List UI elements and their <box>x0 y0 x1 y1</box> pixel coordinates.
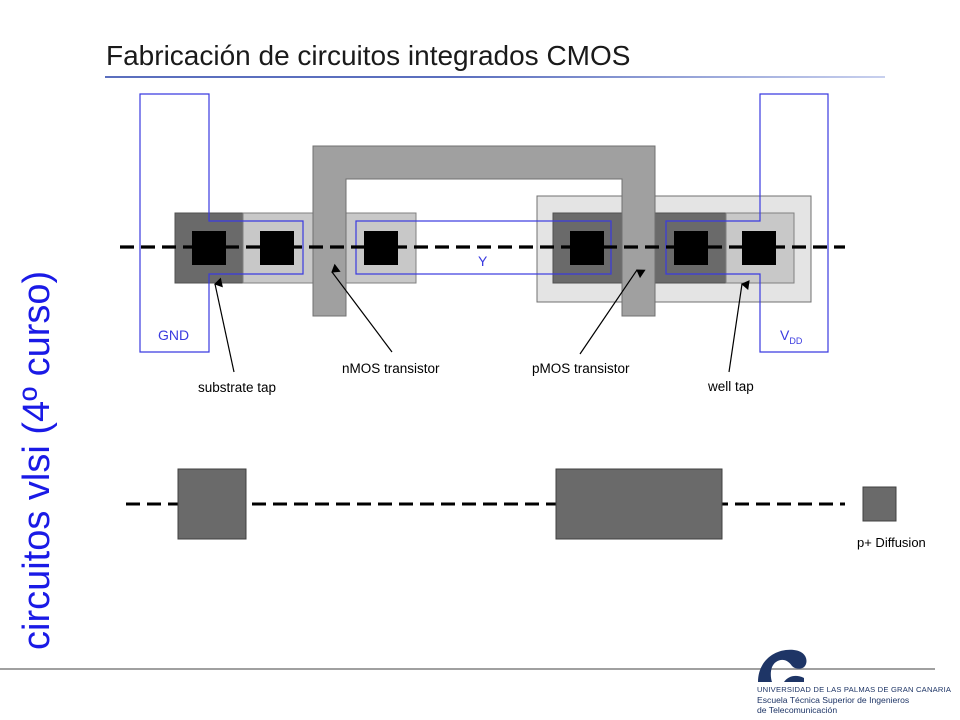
pmos-label: pMOS transistor <box>532 361 630 376</box>
vdd-label: VDD <box>780 327 803 346</box>
p-diffusion-region <box>555 468 723 540</box>
slide-title: Fabricación de circuitos integrados CMOS <box>106 40 631 71</box>
legend-label: p+ Diffusion <box>857 535 926 550</box>
vdd-metal <box>665 93 829 353</box>
substrate-tap-label: substrate tap <box>198 380 276 395</box>
gnd-metal <box>139 93 304 353</box>
y-label: Y <box>478 253 488 269</box>
well-tap-arrow <box>728 280 750 373</box>
logo-university-name: UNIVERSIDAD DE LAS PALMAS DE GRAN CANARI… <box>757 685 952 694</box>
nmos-arrow <box>331 263 393 353</box>
polysilicon-gate <box>312 145 656 317</box>
footer-rule <box>0 668 935 670</box>
logo-school-name: Escuela Técnica Superior de Ingenieros <box>757 695 910 705</box>
gnd-label: GND <box>158 327 189 343</box>
well-tap-label: well tap <box>707 379 754 394</box>
logo-school-name-cont: de Telecomunicación <box>757 705 838 715</box>
substrate-tap-arrow <box>214 277 235 373</box>
p-diffusion-region <box>177 468 247 540</box>
pmos-arrow <box>579 269 646 355</box>
legend-swatch <box>862 486 897 522</box>
nmos-label: nMOS transistor <box>342 361 440 376</box>
title-underline <box>105 76 885 78</box>
university-logo-icon <box>758 649 807 682</box>
